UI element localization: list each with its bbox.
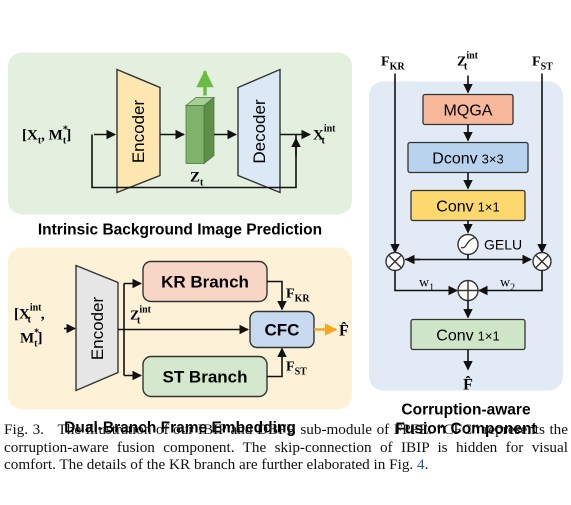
dbfe-fst-label: FST [286,360,307,378]
cafc-title-line2: Fusion Component [395,421,536,438]
dbfe-encoder [75,264,119,392]
dbfe-input-line2: M*t] [20,328,43,350]
ibip-feature-block [184,96,216,165]
cafc-mult-left [385,251,405,272]
cafc-in-st-label: FST [532,55,553,73]
dbfe-st-to-cfc [267,347,287,378]
cafc-w1-label: w1 [419,276,434,294]
cafc-in-kr-label: FKR [381,55,405,73]
ibip-decoder [237,68,281,194]
ibip-input-label: [Xt, M*t] [22,125,71,147]
cafc-mult-right [532,251,552,272]
dbfe-output-label: F̂ [339,321,349,340]
cafc-title-line1: Corruption-aware [401,402,531,419]
cafc-w2-label: w2 [500,276,515,294]
dbfe-fkr-label: FKR [286,287,310,305]
ibip-encoder-label: Encoder [129,100,148,164]
dbfe-encoder-label: Encoder [88,297,107,361]
ibip-feedback-loop [91,134,297,189]
figure-caption: Fig. 3. The illustration of our IBIP and… [4,421,568,474]
ibip-encoder [116,68,161,194]
dbfe-cfc-label: CFC [265,321,300,340]
cafc-gelu-label: GELU [484,237,522,253]
caption-text: The illustration of our IBIP and DBFE su… [4,421,569,473]
cafc-output-label: F̂ [463,375,473,394]
dbfe-st-branch-label: ST Branch [162,368,247,387]
caption-end: . [424,456,429,473]
dbfe-kr-to-cfc [267,280,287,311]
ibip-z-label: Zt [190,170,204,189]
cafc-mqga-label: MQGA [444,103,493,120]
cafc-add-node [457,279,479,302]
ibip-title: Intrinsic Background Image Prediction [38,222,322,239]
ibip-decoder-label: Decoder [250,99,269,164]
dbfe-kr-branch-label: KR Branch [161,273,249,292]
cafc-w1-line [394,270,458,296]
cafc-w2-line [478,270,543,296]
dbfe-title: Dual-Branch Frame Embedding [64,420,296,437]
caption-figure-link[interactable]: 4 [417,456,425,473]
caption-label: Fig. 3. [4,421,44,438]
cafc-gelu-curve [460,236,476,249]
